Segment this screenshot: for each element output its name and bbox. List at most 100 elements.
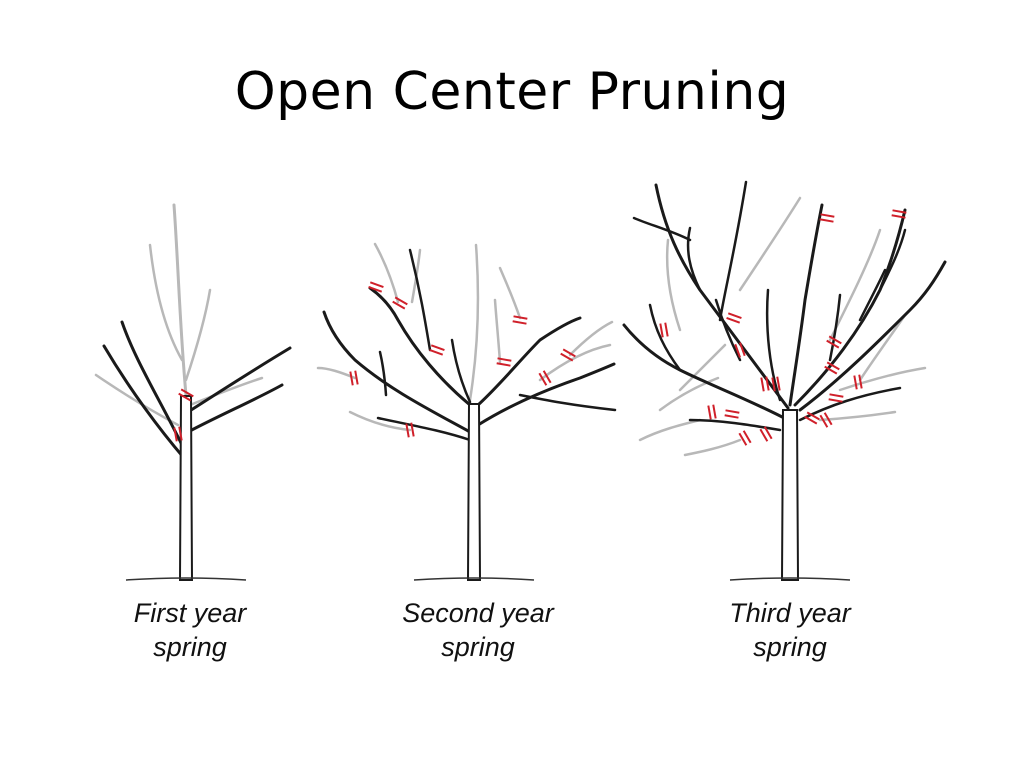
cut-mark: [826, 339, 840, 349]
scaffold-branch: [622, 323, 790, 422]
lateral-branch: [714, 298, 742, 362]
cut-mark: [759, 428, 769, 442]
cut-mark: [369, 281, 384, 288]
pruned-shoot: [838, 366, 927, 392]
cut-mark: [760, 377, 765, 392]
cut-mark: [659, 323, 664, 338]
pruned-shoot: [188, 376, 264, 407]
lateral-branch: [688, 418, 782, 432]
cut-mark: [742, 430, 752, 444]
cut-mark: [712, 404, 717, 419]
tree-second-year: [316, 242, 617, 581]
pruned-shoot: [493, 298, 502, 364]
lateral-branch: [518, 393, 617, 412]
pruned-shoot: [568, 320, 614, 357]
lateral-branch: [686, 226, 702, 292]
pruned-shoot: [658, 376, 720, 412]
cut-mark: [392, 300, 406, 310]
cut-mark: [368, 286, 383, 293]
cut-mark: [560, 352, 574, 362]
cut-mark: [734, 343, 741, 358]
cut-mark: [512, 320, 527, 325]
cut-mark: [829, 393, 844, 398]
cut-mark: [853, 375, 858, 390]
scaffold-branch: [798, 260, 947, 412]
lateral-branch: [878, 228, 907, 292]
lateral-branch: [828, 293, 842, 362]
scaffold-branch: [476, 362, 616, 427]
cut-mark: [826, 361, 840, 371]
tree-first-year: [94, 203, 292, 581]
pruned-shoot: [498, 266, 522, 320]
cut-mark: [724, 414, 739, 419]
scaffold-branch: [322, 310, 472, 434]
pruned-shoot: [738, 196, 802, 292]
tree-third-year: [622, 180, 947, 581]
caption-first-year-line1: First year: [133, 598, 247, 628]
pruned-shoot: [638, 418, 702, 442]
ground-line: [125, 577, 247, 581]
cut-mark: [727, 312, 742, 319]
cut-mark: [820, 213, 835, 218]
cut-mark: [776, 376, 781, 391]
caption-third-year: Third year spring: [680, 596, 900, 664]
page-title: Open Center Pruning: [234, 62, 790, 122]
lateral-branch: [450, 338, 472, 404]
cut-mark: [405, 423, 410, 438]
pruned-shoot: [818, 410, 897, 422]
scaffold-branch: [476, 316, 582, 407]
cut-mark: [738, 432, 748, 446]
trunk: [466, 403, 482, 581]
lateral-branch: [376, 416, 472, 442]
caption-first-year-line2: spring: [153, 632, 227, 662]
caption-third-year-line2: spring: [753, 632, 827, 662]
pruned-leader: [468, 243, 480, 402]
cut-mark: [824, 365, 838, 375]
cut-mark: [178, 426, 183, 441]
cut-mark: [823, 412, 833, 426]
cut-mark: [739, 342, 746, 357]
caption-third-year-line1: Third year: [729, 598, 851, 628]
cut-mark: [707, 405, 712, 420]
pruned-shoot: [316, 366, 357, 380]
pruned-shoot: [678, 343, 727, 392]
cut-mark: [804, 415, 818, 425]
cut-mark: [173, 427, 178, 442]
scaffold-branch: [186, 346, 292, 414]
pruned-shoot: [94, 373, 180, 427]
scaffold-branch: [186, 383, 284, 434]
cut-mark: [354, 370, 359, 385]
ground-line: [729, 577, 851, 581]
caption-first-year: First year spring: [80, 596, 300, 664]
cut-mark: [349, 371, 354, 386]
cut-mark: [496, 362, 511, 367]
pruned-shoot: [665, 238, 682, 332]
cut-mark: [429, 349, 444, 356]
scaffold-branch: [793, 208, 907, 407]
cut-mark: [771, 377, 776, 392]
cut-mark: [819, 414, 829, 428]
lateral-branch: [648, 303, 682, 372]
cut-mark: [538, 372, 548, 386]
cut-mark: [819, 218, 834, 223]
caption-second-year-line1: Second year: [402, 598, 554, 628]
ground-line: [413, 577, 535, 581]
cut-mark: [430, 344, 445, 351]
lateral-branch: [798, 386, 902, 422]
cut-mark: [765, 376, 770, 391]
pruned-shoot: [683, 438, 742, 457]
lateral-branch: [765, 288, 782, 402]
pruned-shoot: [184, 288, 212, 382]
cut-mark: [542, 370, 552, 384]
lateral-branch: [858, 268, 887, 322]
cut-mark: [725, 409, 740, 414]
pruned-shoot: [858, 313, 907, 382]
scaffold-branch: [102, 344, 186, 460]
cut-mark: [806, 411, 820, 421]
cut-mark: [513, 315, 528, 320]
cut-mark: [394, 296, 408, 306]
lateral-branch: [378, 350, 388, 397]
pruned-leader: [172, 203, 188, 397]
pruned-shoot: [148, 243, 184, 362]
